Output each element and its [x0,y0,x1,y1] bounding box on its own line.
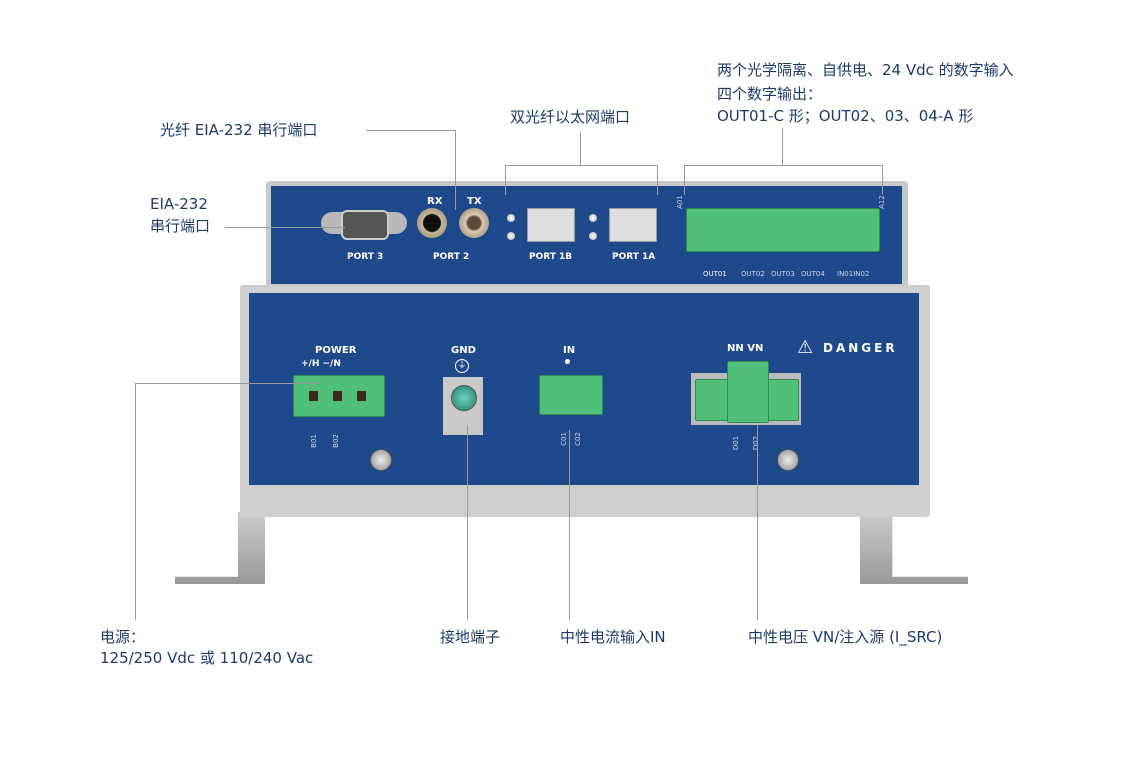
d01-label: D01 [732,435,741,451]
callout-line [684,165,685,195]
power-callout-line2: 125/250 Vdc 或 110/240 Vac [100,649,314,667]
ground-screw-icon[interactable] [451,385,477,411]
danger-label: DANGER [823,341,898,355]
io-callout-line3: OUT01-C 形；OUT02、03、04-A 形 [717,107,974,125]
in-terminal-block [539,375,603,415]
lower-panel: POWER +/H −/N B01 B02 GND ⏚ IN C01 C02 N… [249,293,919,485]
callout-line [366,130,455,131]
ground-callout: 接地端子 [440,628,501,646]
ground-symbol-icon: ⏚ [455,359,469,373]
gnd-label: GND [451,345,476,356]
port1a-connector [609,208,657,242]
led [507,214,515,222]
ethernet-callout: 双光纤以太网端口 [510,108,631,126]
tx-fiber-jack [459,208,489,238]
led [589,214,597,222]
tx-label: TX [467,196,482,207]
a12-label: A12 [877,195,886,209]
out04-label: OUT04 [801,270,825,278]
callout-line [782,128,783,165]
screw-icon [777,449,799,471]
terminal-hole [333,391,342,401]
out03-label: OUT03 [771,270,795,278]
power-callout-line1: 电源： [100,628,146,646]
callout-line [882,165,883,195]
warning-triangle-icon: ⚠ [797,337,814,358]
in-label: IN [563,345,576,356]
serial-callout-line2: 串行端口 [150,217,211,235]
out01-label: OUT01 [703,270,727,278]
port1b-label: PORT 1B [529,252,573,262]
a01-label: A01 [675,195,684,209]
upper-panel: PORT 3 RX TX PORT 2 PORT 1B PORT 1A A01 … [271,186,902,284]
rx-label: RX [427,196,443,207]
c01-label: C01 [559,432,568,446]
terminal-hole [357,391,366,401]
port3-label: PORT 3 [347,252,384,262]
vn-terminal-plug [727,361,769,423]
io-terminal-block [686,208,880,252]
in-dot [565,359,570,364]
callout-line [467,425,468,620]
neutral-current-callout: 中性电流输入IN [560,628,666,646]
io-callout-line2: 四个数字输出： [717,85,823,103]
port1b-connector [527,208,575,242]
b02-label: B02 [331,434,340,448]
mounting-foot-left [175,512,265,584]
callout-line [757,425,758,620]
callout-line [580,132,581,165]
callout-line [135,383,136,620]
fiber-serial-callout: 光纤 EIA-232 串行端口 [160,121,318,139]
c02-label: C02 [573,432,582,446]
callout-line [569,430,570,620]
port1a-label: PORT 1A [612,252,656,262]
callout-line [135,383,320,384]
in01-in02-label: IN01IN02 [837,270,870,278]
screw-icon [370,449,392,471]
power-label: POWER [315,345,357,356]
io-callout-line1: 两个光学隔离、自供电、24 Vdc 的数字输入 [717,61,1014,79]
mounting-foot-right [860,512,968,584]
callout-line [225,227,345,228]
callout-line [505,165,506,195]
nn-vn-label: NN VN [727,343,764,354]
neutral-voltage-callout: 中性电压 VN/注入源 (I_SRC) [748,628,943,646]
led [589,232,597,240]
serial-callout-line1: EIA-232 [150,195,208,213]
led [507,232,515,240]
out02-label: OUT02 [741,270,765,278]
b01-label: B01 [309,434,318,448]
db9-socket [341,210,389,240]
rx-fiber-jack [417,208,447,238]
callout-line [455,130,456,210]
power-polarity-label: +/H −/N [301,359,341,369]
port2-label: PORT 2 [433,252,470,262]
callout-bracket [684,165,882,166]
callout-bracket [505,165,657,166]
terminal-hole [309,391,318,401]
callout-line [657,165,658,195]
